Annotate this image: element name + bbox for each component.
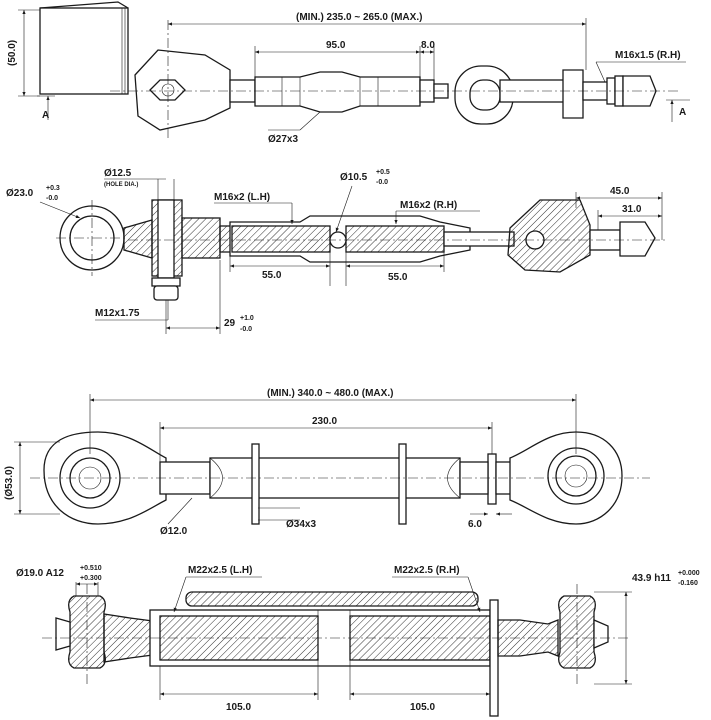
end-plate <box>562 69 584 119</box>
right-lock-plate <box>398 443 407 525</box>
left-lock-plate <box>251 443 260 525</box>
view2-inner-end: 31.0 <box>622 204 642 215</box>
view2-thread-right: M16x2 (R.H) <box>400 200 457 211</box>
view4-thread-left: M22x2.5 (L.H) <box>188 565 252 576</box>
view2-width-lower: -0.0 <box>240 326 252 333</box>
view1-short-top-link-side: A A (MIN.) 235.0 ~ 265.0 (MAX.) (50.0) 9… <box>7 1 690 145</box>
view4-ball-dia: Ø19.0 A12 <box>16 568 64 579</box>
view2-hole-dia: Ø10.5 <box>340 172 368 183</box>
view3-pin-dia: Ø12.0 <box>160 526 188 537</box>
right-ball <box>555 455 597 497</box>
view3-height: (Ø53.0) <box>4 466 15 500</box>
view3-plate: 6.0 <box>468 519 482 530</box>
right-clevis-section <box>507 199 591 273</box>
right-hex-nut <box>619 221 656 257</box>
view2-width: 29 <box>224 318 236 329</box>
pin-nut <box>153 285 179 301</box>
view1-overall-length: (MIN.) 235.0 ~ 265.0 (MAX.) <box>296 12 422 23</box>
view4-long-top-link-section: Ø19.0 A12 +0.510 +0.300 M22x2.5 (L.H) M2… <box>16 565 700 717</box>
barrel <box>254 71 421 113</box>
view4-ball-dia-lower: +0.300 <box>80 575 102 582</box>
view2-pin-note: (HOLE DIA.) <box>104 182 138 188</box>
view2-thread-len-left: 55.0 <box>262 270 282 281</box>
view2-eye-dia-upper: +0.3 <box>46 185 60 192</box>
view3-overall-length: (MIN.) 340.0 ~ 480.0 (MAX.) <box>267 388 393 399</box>
view2-thread-left: M16x2 (L.H) <box>214 192 270 203</box>
section-mark-left: A <box>42 110 49 121</box>
view2-width-upper: +1.0 <box>240 315 254 322</box>
view1-barrel-length: 95.0 <box>326 40 346 51</box>
right-threaded-rod <box>443 231 515 247</box>
view2-eye-dia-lower: -0.0 <box>46 195 58 202</box>
view1-barrel-dia: Ø27x3 <box>268 134 298 145</box>
hex-bolt-head <box>149 79 186 101</box>
upper-rod-section <box>185 591 479 607</box>
lock-plate-section <box>489 599 499 717</box>
view4-thread-len-left: 105.0 <box>226 702 251 713</box>
view2-short-top-link-section: Ø23.0 +0.3 -0.0 Ø12.5 (HOLE DIA.) M16x2 … <box>6 168 665 334</box>
view4-ball-width: 43.9 h11 <box>632 573 671 584</box>
right-nut-plate <box>487 453 497 505</box>
clevis-plate <box>39 7 129 95</box>
section-mark-right: A <box>679 107 686 118</box>
view4-ball-dia-upper: +0.510 <box>80 565 102 572</box>
view2-hole-lower: -0.0 <box>376 179 388 186</box>
view3-long-top-link-side: (MIN.) 340.0 ~ 480.0 (MAX.) 230.0 (Ø53.0… <box>4 388 650 537</box>
view2-pin-dia: Ø12.5 <box>104 168 132 179</box>
view2-bolt: M12x1.75 <box>95 308 140 319</box>
clevis-pin <box>157 199 175 279</box>
right-ball-section <box>558 595 596 669</box>
view2-eye-dia: Ø23.0 <box>6 188 34 199</box>
view1-nut-width: 8.0 <box>421 40 435 51</box>
view4-thread-right: M22x2.5 (R.H) <box>394 565 460 576</box>
view1-thread: M16x1.5 (R.H) <box>615 50 681 61</box>
view3-barrel-dia: Ø34x3 <box>286 519 316 530</box>
view4-ball-width-upper: +0.000 <box>678 570 700 577</box>
left-thread-section <box>159 615 319 661</box>
view4-ball-width-lower: -0.160 <box>678 580 698 587</box>
view2-overall-end: 45.0 <box>610 186 630 197</box>
view3-barrel-length: 230.0 <box>312 416 337 427</box>
view2-hole-upper: +0.5 <box>376 169 390 176</box>
view1-height: (50.0) <box>7 40 18 66</box>
view2-thread-len-right: 55.0 <box>388 272 408 283</box>
view4-thread-len-right: 105.0 <box>410 702 435 713</box>
